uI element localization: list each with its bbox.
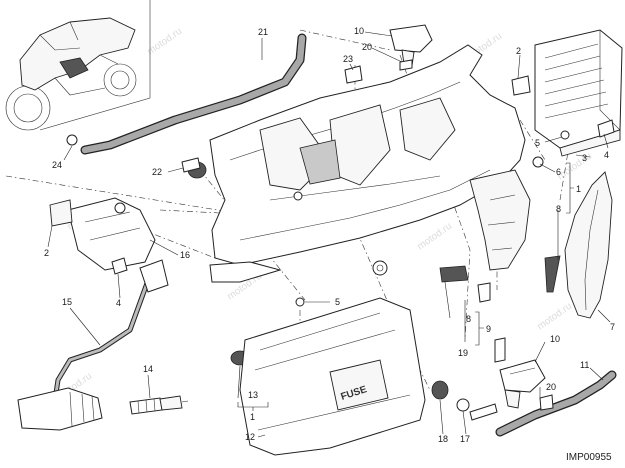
callout-7: 7 [610, 322, 615, 332]
callout-8-right: 8 [556, 204, 561, 214]
callout-18: 18 [438, 434, 448, 444]
side-fairing-panel [564, 171, 613, 319]
callout-24: 24 [52, 160, 62, 170]
callout-4-right: 4 [604, 150, 609, 160]
callout-1-lower: 1 [250, 412, 255, 422]
leader-lines [47, 31, 611, 438]
watermark: motod.ru [555, 151, 594, 183]
watermark: motod.ru [415, 221, 454, 253]
callout-20-upper: 20 [362, 42, 372, 52]
callout-10-upper: 10 [354, 26, 364, 36]
callout-3: 3 [582, 153, 587, 163]
callout-20-lower: 20 [546, 382, 556, 392]
group-braces [237, 162, 574, 411]
callout-5-right: 5 [535, 138, 540, 148]
callout-12: 12 [245, 432, 255, 442]
spark-plug-cable [17, 259, 169, 431]
callout-22: 22 [152, 167, 162, 177]
callout-23: 23 [343, 54, 353, 64]
front-subframe-bracket [209, 44, 531, 283]
callout-17: 17 [460, 434, 470, 444]
breather-hose-21 [80, 33, 307, 155]
callout-8-center: 8 [466, 314, 471, 324]
callout-1-right: 1 [576, 184, 581, 194]
callout-13: 13 [248, 390, 258, 400]
relay-bracket [49, 197, 156, 271]
callout-6: 6 [556, 167, 561, 177]
hardware-fasteners [66, 59, 615, 421]
breather-hose-11 [495, 370, 617, 437]
ecu-control-unit [534, 29, 623, 157]
callout-19: 19 [458, 348, 468, 358]
callout-numbers: 21 10 20 23 2 5 4 3 6 1 8 7 8 9 19 10 11… [44, 26, 615, 444]
callout-21: 21 [258, 27, 268, 37]
watermark: motod.ru [145, 26, 184, 58]
callout-16: 16 [180, 250, 190, 260]
pressure-sensor-lower [499, 359, 546, 409]
diagram-code: IMP00955 [566, 452, 612, 463]
callout-14: 14 [143, 364, 153, 374]
watermark: motod.ru [535, 301, 574, 333]
spark-plug [129, 395, 189, 415]
callout-11: 11 [580, 360, 589, 370]
callout-2-left: 2 [44, 248, 49, 258]
callout-10-lower: 10 [550, 334, 560, 344]
callout-2-right: 2 [516, 46, 521, 56]
callout-9: 9 [486, 324, 491, 334]
callout-4-left: 4 [116, 298, 121, 308]
callout-5-center: 5 [335, 297, 340, 307]
motorcycle-thumbnail [5, 0, 151, 131]
callout-15: 15 [62, 297, 72, 307]
fuse-box-cover: FUSE [239, 297, 426, 456]
